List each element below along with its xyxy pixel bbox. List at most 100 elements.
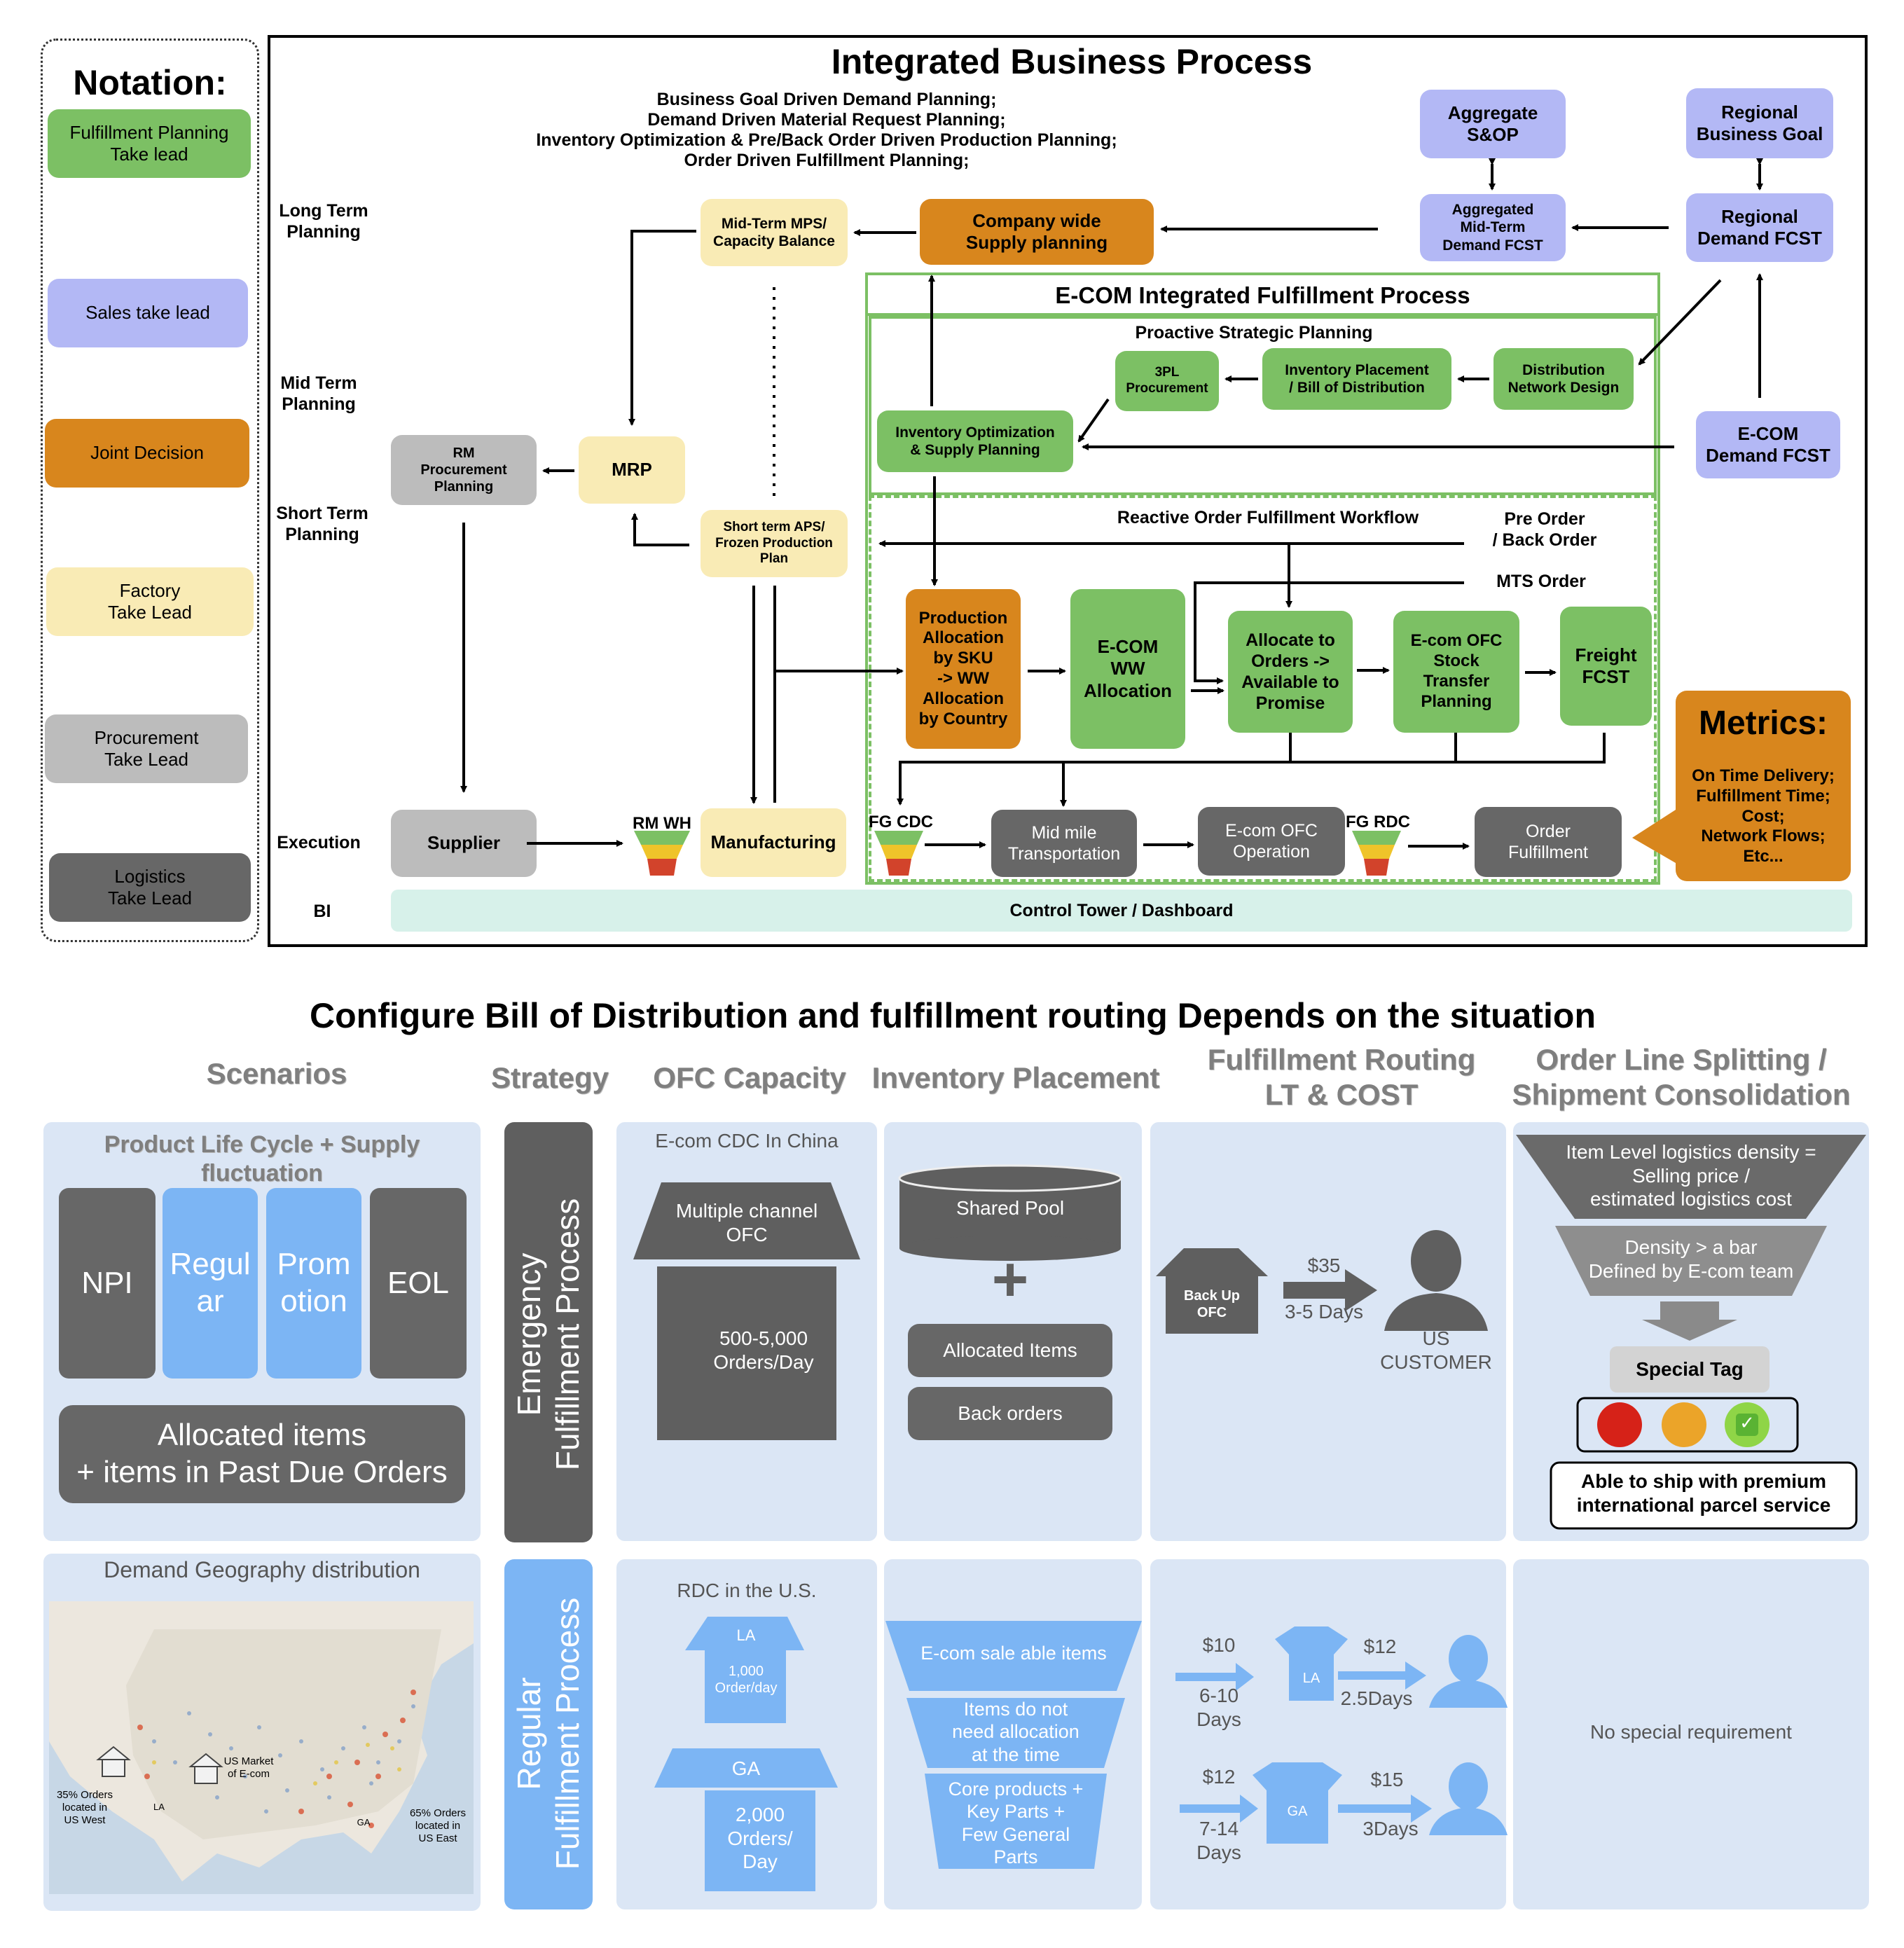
header-scenarios: Scenarios	[206, 1057, 347, 1090]
row-short-term: Short Term Planning	[276, 504, 368, 544]
fg-rdc-funnel	[1352, 831, 1401, 876]
us-map	[49, 1601, 474, 1894]
no-special-label: No special requirement	[1590, 1721, 1792, 1743]
ofc-emergency-roof: Multiple channel OFC	[675, 1200, 818, 1245]
ofc-regular-caption: RDC in the U.S.	[677, 1580, 817, 1601]
inv-opt-node: Inventory Optimization & Supply Planning	[877, 410, 1073, 472]
row-long-term: Long Term Planning	[279, 201, 368, 242]
control-tower: Control Tower / Dashboard	[391, 890, 1852, 932]
red-light-icon	[1597, 1402, 1642, 1447]
emergency-price: $35	[1307, 1255, 1341, 1276]
manufacturing-node: Manufacturing	[701, 808, 846, 877]
special-tag-label: Special Tag	[1636, 1358, 1744, 1380]
inv-no-allocation: Items do not need allocation at the time	[952, 1699, 1079, 1765]
ofc-la-capacity: 1,000 Order/day	[715, 1664, 778, 1696]
row-mid-term: Mid Term Planning	[280, 373, 357, 414]
row-bi: BI	[313, 902, 331, 921]
geo-market-label: US Market of E-com	[223, 1755, 274, 1780]
la-in-price: $10	[1202, 1634, 1236, 1656]
ga-outbound-arrow	[1338, 1795, 1432, 1823]
ofc-stock-node: E-com OFC Stock Transfer Planning	[1393, 611, 1519, 733]
notation-fulfillment: Fulfillment Planning Take lead	[48, 109, 251, 178]
mrp-node: MRP	[579, 436, 685, 504]
config-title: Configure Bill of Distribution and fulfi…	[310, 996, 1596, 1035]
geo-east-label: 65% Orders located in US East	[409, 1807, 467, 1844]
tpl-node: 3PL Procurement	[1115, 351, 1219, 411]
ga-in-days: 7-14 Days	[1196, 1818, 1241, 1863]
fg-cdc-label: FG CDC	[869, 813, 933, 831]
npi-card: NPI	[59, 1188, 156, 1379]
route-regular-panel	[1150, 1559, 1506, 1909]
inv-placement-node: Inventory Placement / Bill of Distributi…	[1262, 348, 1451, 410]
plus-sign: +	[991, 1245, 1029, 1315]
allocated-items-card: Allocated items + items in Past Due Orde…	[59, 1405, 465, 1503]
aggregated-fcst-node: Aggregated Mid-Term Demand FCST	[1420, 194, 1566, 261]
ga-shirt-icon	[1253, 1762, 1342, 1844]
geo-west-label: 35% Orders located in US West	[56, 1789, 113, 1826]
row-execution: Execution	[277, 833, 361, 852]
back-orders-box: Back orders	[908, 1387, 1112, 1440]
ibp-goals: Business Goal Driven Demand Planning; De…	[536, 90, 1117, 170]
split-regular-panel	[1513, 1559, 1869, 1909]
prod-alloc-node: Production Allocation by SKU -> WW Alloc…	[906, 589, 1021, 749]
ofc-ga-label: GA	[731, 1757, 761, 1779]
geo-ga-label: GA	[357, 1817, 371, 1828]
ga-out-price: $15	[1370, 1769, 1404, 1790]
ecom-ww-node: E-COM WW Allocation	[1070, 589, 1185, 749]
emergency-strategy-bar	[504, 1122, 593, 1542]
ofc-operation-node: E-com OFC Operation	[1198, 807, 1345, 876]
reactive-frame	[869, 495, 1657, 882]
header-strategy: Strategy	[490, 1061, 609, 1094]
la-shirt-icon	[1275, 1626, 1348, 1701]
mid-mile-node: Mid mile Transportation	[991, 810, 1137, 877]
ecom-fcst-node: E-COM Demand FCST	[1696, 411, 1840, 478]
check-icon	[1736, 1414, 1758, 1436]
proactive-frame	[869, 316, 1657, 495]
rm-wh-funnel	[634, 831, 690, 876]
allocate-node: Allocate to Orders -> Available to Promi…	[1228, 611, 1353, 733]
metrics-box	[1676, 691, 1851, 881]
metrics-body: On Time Delivery; Fulfillment Time; Cost…	[1692, 766, 1835, 866]
header-ofc-capacity: OFC Capacity	[653, 1061, 846, 1094]
fg-rdc-label: FG RDC	[1346, 813, 1410, 831]
geo-la-label: LA	[153, 1802, 165, 1812]
promotion-card: Prom otion	[266, 1188, 361, 1379]
rm-proc-node: RM Procurement Planning	[391, 435, 537, 505]
la-in-days: 6-10 Days	[1196, 1685, 1241, 1730]
backup-ofc-icon	[1156, 1248, 1268, 1334]
header-splitting: Order Line Splitting / Shipment Consolid…	[1512, 1043, 1851, 1112]
ofc-emergency-caption: E-com CDC In China	[655, 1130, 839, 1152]
header-routing: Fulfillment Routing LT & COST	[1207, 1043, 1476, 1112]
backup-ofc-label: Back Up OFC	[1183, 1288, 1241, 1320]
regular-strategy-bar	[504, 1559, 593, 1909]
reactive-title: Reactive Order Fulfillment Workflow	[1117, 508, 1419, 527]
notation-title: Notation:	[73, 63, 227, 102]
notation-logistics: Logistics Take Lead	[49, 853, 251, 922]
amber-light-icon	[1662, 1402, 1706, 1447]
la-shirt-label: LA	[1302, 1671, 1320, 1686]
notation-joint: Joint Decision	[45, 419, 249, 488]
la-warehouse-icon	[96, 1746, 131, 1777]
plc-title: Product Life Cycle + Supply fluctuation	[104, 1131, 420, 1187]
geo-title: Demand Geography distribution	[104, 1557, 420, 1582]
notation-factory: Factory Take Lead	[46, 567, 254, 636]
order-fulfillment-node: Order Fulfillment	[1475, 807, 1622, 877]
notation-procurement: Procurement Take Lead	[45, 714, 248, 783]
la-outbound-arrow	[1338, 1662, 1426, 1690]
ibp-connectors	[460, 158, 1763, 876]
header-inv-placement: Inventory Placement	[871, 1061, 1160, 1094]
inv-saleable: E-com sale able items	[920, 1643, 1107, 1664]
metrics-title: Metrics:	[1698, 705, 1828, 742]
notation-panel	[41, 39, 259, 942]
ga-in-price: $12	[1202, 1766, 1236, 1788]
la-out-price: $12	[1363, 1636, 1397, 1657]
density-bar: Density > a bar Defined by E-com team	[1588, 1236, 1794, 1282]
customer-icon	[1384, 1230, 1488, 1331]
dist-design-node: Distribution Network Design	[1493, 348, 1634, 410]
ibp-title: Integrated Business Process	[831, 42, 1313, 81]
mts-order-label: MTS Order	[1496, 572, 1586, 591]
